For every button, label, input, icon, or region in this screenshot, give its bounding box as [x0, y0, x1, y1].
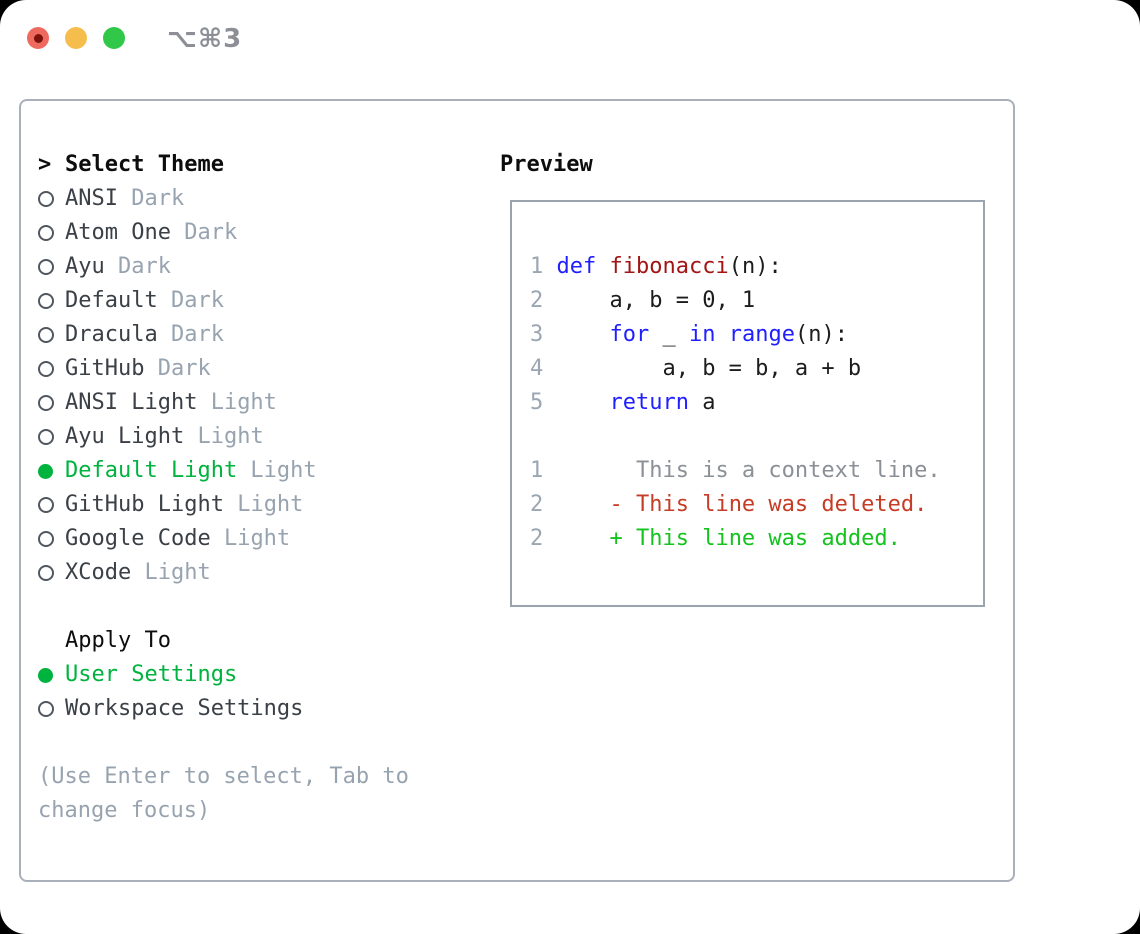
cursor-prefix-icon: > [38, 152, 52, 177]
radio-unselected-icon [38, 361, 65, 377]
minimize-button[interactable] [65, 27, 87, 49]
radio-selected-icon [38, 667, 65, 683]
blank-line [530, 420, 983, 454]
diff-deleted-line: 2 - This line was deleted. [530, 492, 928, 517]
radio-unselected-icon [38, 191, 65, 207]
theme-item-dracula-dark[interactable]: Dracula Dark [38, 318, 317, 352]
theme-variant: Dark [117, 186, 185, 211]
theme-item-ayu-light-light[interactable]: Ayu Light Light [38, 420, 317, 454]
theme-name: Dracula [65, 322, 158, 347]
theme-name: Ayu Light [65, 424, 185, 449]
theme-variant: Dark [104, 254, 171, 279]
radio-unselected-icon [38, 327, 65, 343]
diff-context-line: 1 This is a context line. [530, 458, 941, 483]
theme-variant: Dark [170, 220, 238, 245]
theme-item-ansi-light-light[interactable]: ANSI Light Light [38, 386, 317, 420]
radio-unselected-icon [38, 225, 65, 241]
radio-unselected-icon [38, 395, 65, 411]
theme-variant: Light [237, 458, 317, 483]
theme-variant: Light [184, 424, 264, 449]
theme-item-ayu-dark[interactable]: Ayu Dark [38, 250, 317, 284]
code-line: 5 return a [530, 390, 716, 415]
code-line: 4 a, b = b, a + b [530, 356, 862, 381]
code-line: 3 for _ in range(n): [530, 322, 848, 347]
radio-unselected-icon [38, 497, 65, 513]
apply-option-user-settings[interactable]: User Settings [38, 658, 303, 692]
radio-unselected-icon [38, 429, 65, 445]
close-button[interactable] [27, 27, 49, 49]
theme-item-github-light-light[interactable]: GitHub Light Light [38, 488, 317, 522]
apply-option-workspace-settings[interactable]: Workspace Settings [38, 692, 303, 726]
theme-item-github-dark[interactable]: GitHub Dark [38, 352, 317, 386]
theme-item-default-light-light[interactable]: Default Light Light [38, 454, 317, 488]
theme-variant: Light [223, 492, 304, 517]
theme-name: ANSI Light [65, 390, 198, 415]
theme-name: ANSI [65, 186, 118, 211]
theme-variant: Light [131, 560, 211, 585]
theme-variant: Dark [157, 322, 224, 347]
theme-name: GitHub Light [65, 492, 224, 517]
theme-name: GitHub [65, 356, 145, 381]
radio-unselected-icon [38, 531, 65, 547]
zoom-button[interactable] [103, 27, 125, 49]
theme-name: Atom One [65, 220, 171, 245]
close-dot-icon [34, 34, 43, 43]
radio-unselected-icon [38, 565, 65, 581]
apply-to-title: Apply To [65, 628, 171, 653]
theme-variant: Dark [144, 356, 211, 381]
radio-unselected-icon [38, 701, 65, 717]
theme-item-default-dark[interactable]: Default Dark [38, 284, 317, 318]
theme-name: Default Light [65, 458, 238, 483]
theme-item-xcode-light[interactable]: XCode Light [38, 556, 317, 590]
theme-item-google-code-light[interactable]: Google Code Light [38, 522, 317, 556]
preview-title: Preview [500, 152, 593, 177]
apply-to-header: Apply To [38, 624, 303, 658]
apply-option-label: Workspace Settings [65, 696, 304, 721]
code-line: 2 a, b = 0, 1 [530, 288, 756, 313]
theme-name: Ayu [65, 254, 105, 279]
code-line: 1 def fibonacci(n): [530, 254, 782, 279]
theme-name: Google Code [65, 526, 211, 551]
help-text: (Use Enter to select, Tab to change focu… [38, 764, 409, 823]
theme-variant: Light [197, 390, 277, 415]
select-theme-header: > Select Theme [38, 148, 317, 182]
theme-name: XCode [65, 560, 132, 585]
radio-unselected-icon [38, 293, 65, 309]
diff-added-line: 2 + This line was added. [530, 526, 901, 551]
theme-name: Default [65, 288, 158, 313]
window-title: ⌥⌘3 [167, 24, 243, 54]
theme-item-ansi-dark[interactable]: ANSI Dark [38, 182, 317, 216]
theme-item-atom-one-dark[interactable]: Atom One Dark [38, 216, 317, 250]
radio-unselected-icon [38, 259, 65, 275]
preview-code-box: 1 def fibonacci(n): 2 a, b = 0, 1 3 for _ … [510, 200, 985, 607]
select-theme-title: Select Theme [65, 152, 224, 177]
apply-option-label: User Settings [65, 662, 238, 687]
theme-variant: Dark [157, 288, 224, 313]
theme-variant: Light [210, 526, 291, 551]
radio-selected-icon [38, 463, 65, 479]
